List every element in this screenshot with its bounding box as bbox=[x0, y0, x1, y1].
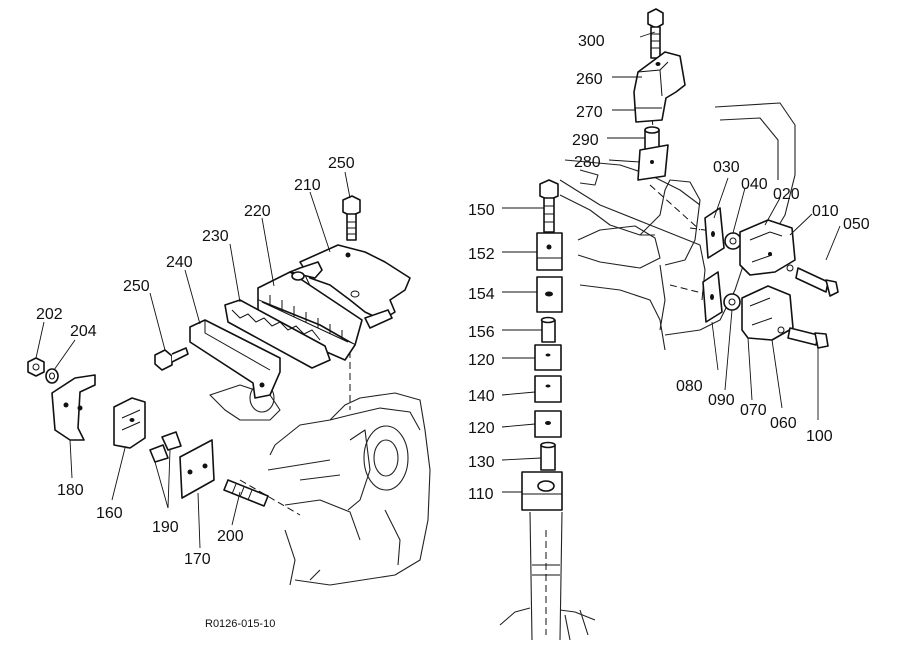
part-070-clamp bbox=[741, 285, 794, 341]
part-080-plate bbox=[702, 271, 723, 323]
label-150: 150 bbox=[468, 202, 495, 219]
label-156: 156 bbox=[468, 324, 495, 341]
label-152: 152 bbox=[468, 246, 495, 263]
part-130-spacer bbox=[540, 441, 556, 471]
label-280: 280 bbox=[574, 154, 601, 171]
part-180-bracket bbox=[51, 374, 96, 441]
part-152-block bbox=[536, 232, 563, 271]
part-240-flat-bar bbox=[189, 319, 281, 399]
label-160: 160 bbox=[96, 505, 123, 522]
part-120-block-upper bbox=[534, 344, 562, 371]
label-220: 220 bbox=[244, 203, 271, 220]
label-060: 060 bbox=[770, 415, 797, 432]
part-190-spacers bbox=[149, 431, 182, 463]
label-110: 110 bbox=[468, 486, 494, 503]
label-020: 020 bbox=[773, 186, 800, 203]
label-180: 180 bbox=[57, 482, 84, 499]
part-040-spacer bbox=[724, 232, 742, 250]
part-250-bolt-left bbox=[154, 347, 189, 371]
part-090-spacer bbox=[723, 293, 741, 311]
part-170-plate bbox=[179, 439, 215, 499]
label-300: 300 bbox=[578, 33, 605, 50]
label-290: 290 bbox=[572, 132, 599, 149]
label-154: 154 bbox=[468, 286, 495, 303]
part-020-clamp bbox=[739, 219, 796, 276]
label-090: 090 bbox=[708, 392, 735, 409]
label-100: 100 bbox=[806, 428, 833, 445]
label-170: 170 bbox=[184, 551, 211, 568]
part-200-stud bbox=[223, 479, 269, 507]
part-156-spacer bbox=[540, 316, 556, 343]
label-210: 210 bbox=[294, 177, 321, 194]
label-010: 010 bbox=[812, 203, 839, 220]
label-260: 260 bbox=[576, 71, 603, 88]
label-202: 202 bbox=[36, 306, 63, 323]
part-100-bolt bbox=[777, 326, 829, 349]
callout-labels: 300 260 270 290 280 150 152 154 156 120 … bbox=[36, 33, 870, 568]
label-250-top: 250 bbox=[328, 155, 355, 172]
part-050-bolt bbox=[786, 264, 839, 297]
leader-lines bbox=[35, 31, 841, 549]
part-030-plate bbox=[704, 207, 725, 259]
label-230: 230 bbox=[202, 228, 229, 245]
label-204: 204 bbox=[70, 323, 97, 340]
part-150-bolt bbox=[539, 179, 559, 233]
part-110-block bbox=[521, 471, 563, 511]
label-270: 270 bbox=[576, 104, 603, 121]
label-040: 040 bbox=[741, 176, 768, 193]
part-204-washer bbox=[45, 368, 59, 384]
label-130: 130 bbox=[468, 454, 495, 471]
label-240: 240 bbox=[166, 254, 193, 271]
label-120-upper: 120 bbox=[468, 352, 495, 369]
part-260-270-holder bbox=[633, 51, 686, 123]
drawing-code: R0126-015-10 bbox=[205, 618, 275, 630]
shaft-column bbox=[499, 511, 596, 641]
part-202-nut bbox=[27, 357, 45, 377]
part-250-bolt-top bbox=[342, 195, 361, 241]
label-070: 070 bbox=[740, 402, 767, 419]
label-030: 030 bbox=[713, 159, 740, 176]
part-140-block bbox=[534, 375, 562, 403]
label-140: 140 bbox=[468, 388, 495, 405]
label-120-lower: 120 bbox=[468, 420, 495, 437]
label-080: 080 bbox=[676, 378, 703, 395]
part-280-plate bbox=[637, 144, 669, 181]
label-050: 050 bbox=[843, 216, 870, 233]
part-160-clip bbox=[113, 397, 146, 449]
label-250-left: 250 bbox=[123, 278, 150, 295]
part-154-block bbox=[536, 276, 563, 313]
label-200: 200 bbox=[217, 528, 244, 545]
label-190: 190 bbox=[152, 519, 179, 536]
part-120-block-lower bbox=[534, 410, 562, 438]
